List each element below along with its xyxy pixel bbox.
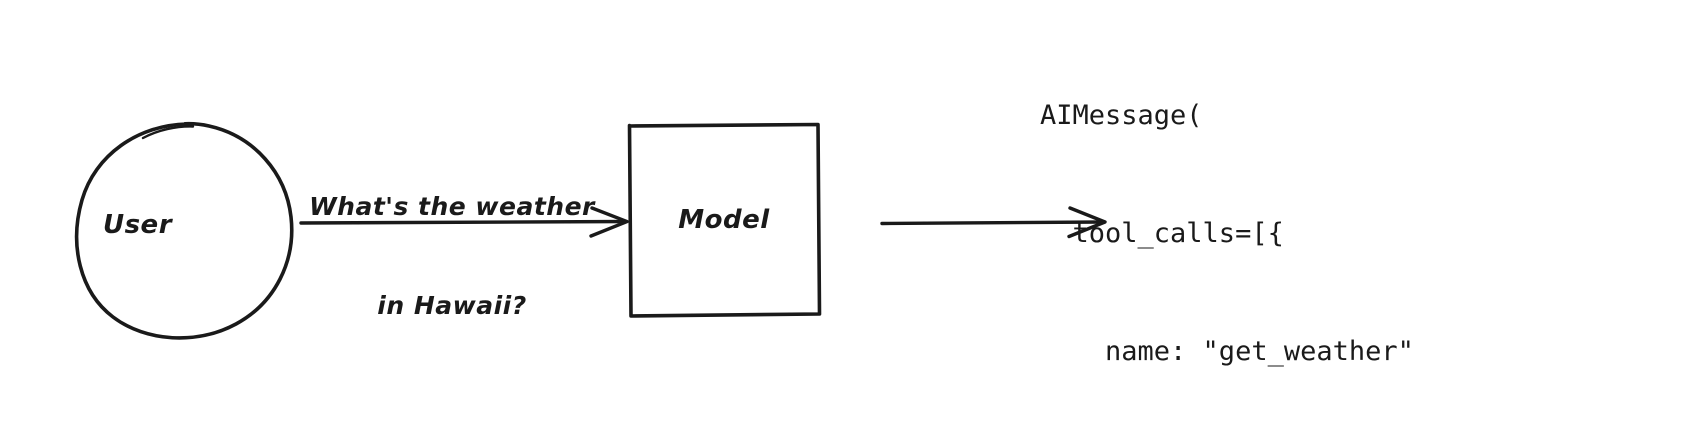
arrow-user-to-model <box>299 206 629 238</box>
user-node-label: User <box>102 210 173 240</box>
ai-message-code-block: AIMessage( tool_calls=[{ name: "get_weat… <box>1040 18 1446 432</box>
arrow-model-to-message <box>880 206 1107 239</box>
user-node-circle[interactable] <box>74 121 294 340</box>
user-circle-overshoot <box>141 125 195 140</box>
code-line: tool_calls=[{ <box>1040 218 1284 250</box>
edge-label-line-2: in Hawaii? <box>377 291 527 320</box>
code-line: AIMessage( <box>1040 100 1203 132</box>
code-line: name: "get_weather" <box>1040 335 1414 367</box>
edge-label-user-to-model: What's the weather in Hawaii? <box>292 124 612 388</box>
edge-label-line-1: What's the weather <box>309 192 595 221</box>
model-node-box[interactable] <box>627 122 822 318</box>
model-node-label: Model <box>678 205 770 235</box>
